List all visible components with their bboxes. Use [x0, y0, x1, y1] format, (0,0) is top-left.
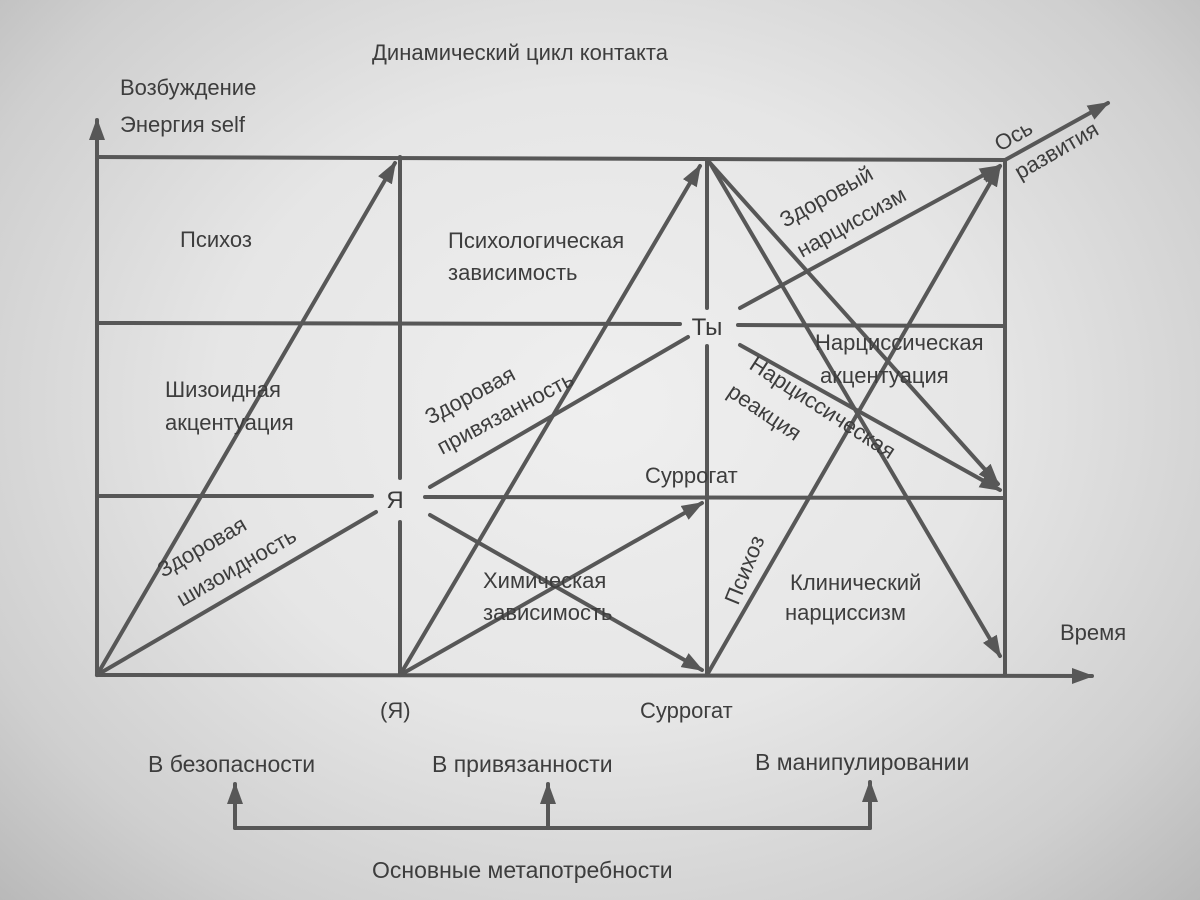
metaneeds-caption: Основные метапотребности — [372, 857, 673, 883]
node-you: Ты — [692, 314, 723, 341]
node-surrogate-bottom: Суррогат — [640, 698, 733, 723]
grid-line-upper — [95, 321, 682, 326]
cell-schizoid-accent-line2: акцентуация — [165, 410, 294, 435]
node-surrogate-mid: Суррогат — [645, 463, 738, 488]
node-self-bottom: (Я) — [380, 698, 411, 723]
arrow-narcissistic-reaction — [738, 343, 1002, 492]
cell-clinical-narcissism-line1: Клинический — [790, 570, 921, 595]
y-axis-label-line1: Возбуждение — [120, 75, 256, 100]
cell-psych-dependence-line1: Психологическая — [448, 228, 624, 253]
cell-narcissistic-accent-line1: Нарциссическая — [815, 330, 984, 355]
arrow-to-surrogate-bottom — [428, 513, 704, 672]
label-development-axis-line1: Ось — [990, 115, 1037, 156]
arrow-to-psych-dependence — [398, 164, 702, 677]
grid-line-lower — [423, 495, 1007, 500]
cell-chemical-dependence-line2: зависимость — [483, 600, 613, 625]
x-axis-label: Время — [1060, 620, 1126, 645]
grid-line-top — [95, 155, 1007, 162]
arrow-development-axis — [1003, 101, 1110, 162]
arrow-healthy-attachment — [428, 335, 690, 489]
label-psychosis-right: Психоз — [719, 532, 769, 608]
metaneed-attachment: В привязанности — [432, 751, 613, 777]
metaneed-manipulation: В манипулировании — [755, 749, 969, 775]
x-axis — [95, 667, 1094, 684]
cell-clinical-narcissism-line2: нарциссизм — [785, 600, 906, 625]
y-axis-label-line2: Энергия self — [120, 112, 246, 137]
arrow-to-surrogate-mid — [398, 501, 704, 677]
cell-psych-dependence-line2: зависимость — [448, 260, 578, 285]
cell-schizoid-accent-line1: Шизоидная — [165, 377, 281, 402]
arrow-origin-to-psychosis — [95, 161, 397, 677]
arrow-psychosis-right — [705, 164, 1002, 677]
diagram-title: Динамический цикл контакта — [372, 40, 669, 65]
cell-chemical-dependence-line1: Химическая — [483, 568, 606, 593]
arrow-healthy-schizoid — [95, 510, 378, 677]
cell-narcissistic-accent-line2: акцентуация — [820, 363, 949, 388]
grid-line-upper — [736, 323, 1007, 328]
node-self: Я — [386, 487, 403, 514]
cell-psychosis: Психоз — [180, 227, 252, 252]
metaneed-safety: В безопасности — [148, 751, 315, 777]
arrow-to-narcissistic-accent — [708, 161, 1000, 486]
